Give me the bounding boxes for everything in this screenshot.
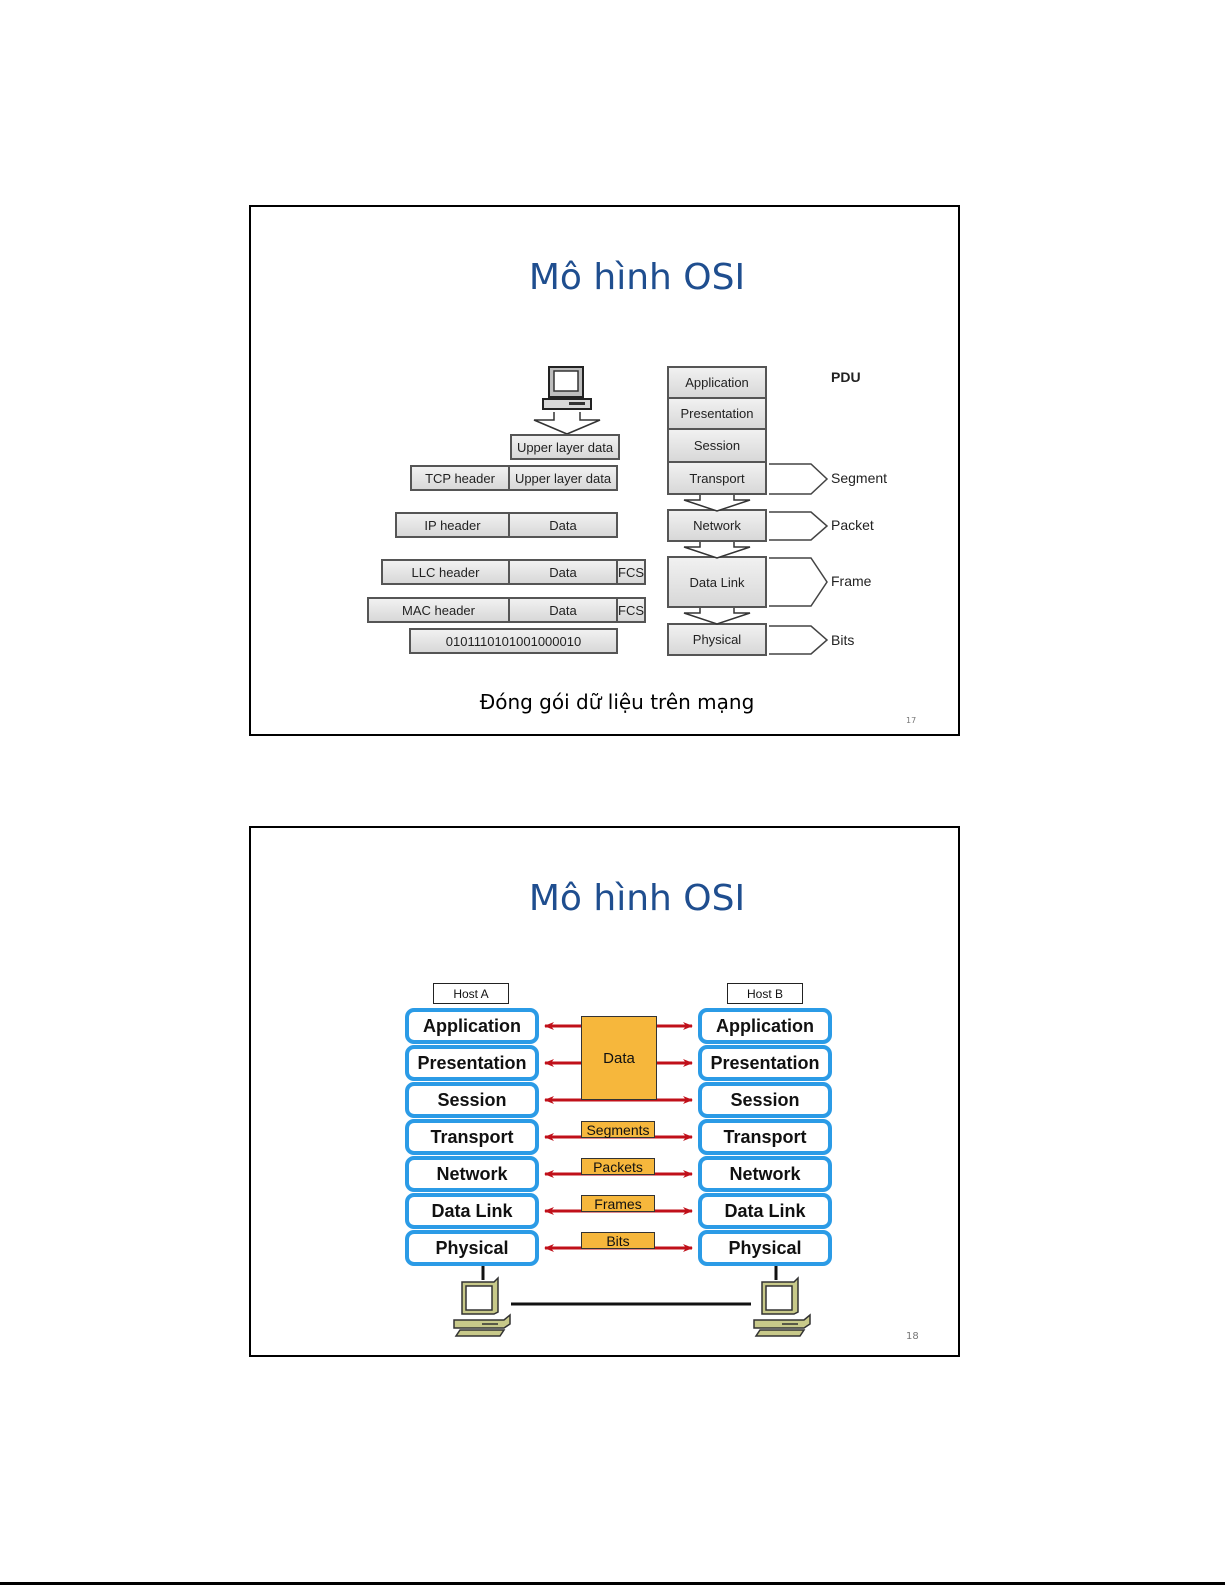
- host-b-layer-presentation: Presentation: [698, 1045, 832, 1081]
- encapsulate-arrow-icon: [533, 412, 601, 435]
- host-b-layer-session: Session: [698, 1082, 832, 1118]
- ip-packet-row: IP header Data: [395, 512, 618, 538]
- fcs-cell: FCS: [616, 559, 646, 585]
- slide-18: Mô hình OSI Host A Host B Application Pr…: [249, 826, 960, 1357]
- down-arrow-icon: [683, 608, 751, 625]
- llc-header-cell: LLC header: [381, 559, 510, 585]
- host-a-layer-network: Network: [405, 1156, 539, 1192]
- host-a-layer-session: Session: [405, 1082, 539, 1118]
- llc-frame-row: LLC header Data FCS: [381, 559, 646, 585]
- bits-bracket-icon: [769, 625, 829, 655]
- slide-17: Mô hình OSI Upper layer data TCP header …: [249, 205, 960, 736]
- ip-header-cell: IP header: [395, 512, 510, 538]
- upper-layer-data-box: Upper layer data: [510, 434, 620, 460]
- host-b-label: Host B: [727, 983, 803, 1004]
- osi-layer-data-link: Data Link: [667, 556, 767, 608]
- pdu-tag-packets: Packets: [581, 1158, 655, 1175]
- osi-layer-application: Application: [667, 366, 767, 399]
- host-b-layer-data-link: Data Link: [698, 1193, 832, 1229]
- data-cell: Data: [508, 512, 618, 538]
- down-arrow-icon: [683, 542, 751, 559]
- pdu-tag-frames: Frames: [581, 1195, 655, 1212]
- host-b-computer-icon: [753, 1276, 811, 1337]
- data-cell: Data: [508, 559, 618, 585]
- tcp-segment-row: TCP header Upper layer data: [410, 465, 618, 491]
- data-pdu-box: Data: [581, 1016, 657, 1100]
- segment-bracket-icon: [769, 463, 829, 495]
- tcp-header-cell: TCP header: [410, 465, 510, 491]
- osi-layer-physical: Physical: [667, 623, 767, 656]
- host-a-computer-icon: [453, 1276, 511, 1337]
- slide-title: Mô hình OSI: [528, 257, 746, 298]
- bits-row: 0101110101001000010: [409, 628, 618, 654]
- host-a-layer-presentation: Presentation: [405, 1045, 539, 1081]
- host-a-layer-physical: Physical: [405, 1230, 539, 1266]
- computer-icon: [542, 366, 592, 410]
- host-b-layer-transport: Transport: [698, 1119, 832, 1155]
- bits-cell: 0101110101001000010: [409, 628, 618, 654]
- host-a-layer-application: Application: [405, 1008, 539, 1044]
- pdu-frame: Frame: [831, 573, 872, 589]
- host-b-layer-network: Network: [698, 1156, 832, 1192]
- network-link: [481, 1266, 778, 1306]
- slide-caption: Đóng gói dữ liệu trên mạng: [479, 690, 755, 714]
- slide-title: Mô hình OSI: [528, 878, 746, 919]
- upper-layer-data-cell: Upper layer data: [508, 465, 618, 491]
- mac-header-cell: MAC header: [367, 597, 510, 623]
- fcs-cell: FCS: [616, 597, 646, 623]
- page-number: 18: [906, 1331, 919, 1342]
- host-a-label: Host A: [433, 983, 509, 1004]
- host-a-layer-data-link: Data Link: [405, 1193, 539, 1229]
- osi-layer-session: Session: [667, 428, 767, 463]
- down-arrow-icon: [683, 495, 751, 512]
- osi-layer-network: Network: [667, 509, 767, 542]
- pdu-tag-bits: Bits: [581, 1232, 655, 1249]
- host-a-layer-transport: Transport: [405, 1119, 539, 1155]
- page-number: 17: [906, 716, 917, 725]
- page-bottom-rule: [0, 1582, 1225, 1585]
- data-cell: Data: [508, 597, 618, 623]
- pdu-segment: Segment: [831, 470, 888, 486]
- osi-layer-transport: Transport: [667, 461, 767, 495]
- pdu-tag-segments: Segments: [581, 1121, 655, 1138]
- osi-layer-presentation: Presentation: [667, 397, 767, 430]
- frame-bracket-icon: [769, 557, 828, 607]
- host-b-layer-application: Application: [698, 1008, 832, 1044]
- host-b-layer-physical: Physical: [698, 1230, 832, 1266]
- mac-frame-row: MAC header Data FCS: [367, 597, 646, 623]
- pdu-bits: Bits: [831, 632, 855, 648]
- pdu-packet: Packet: [831, 517, 874, 533]
- packet-bracket-icon: [769, 511, 829, 541]
- pdu-header: PDU: [831, 369, 861, 385]
